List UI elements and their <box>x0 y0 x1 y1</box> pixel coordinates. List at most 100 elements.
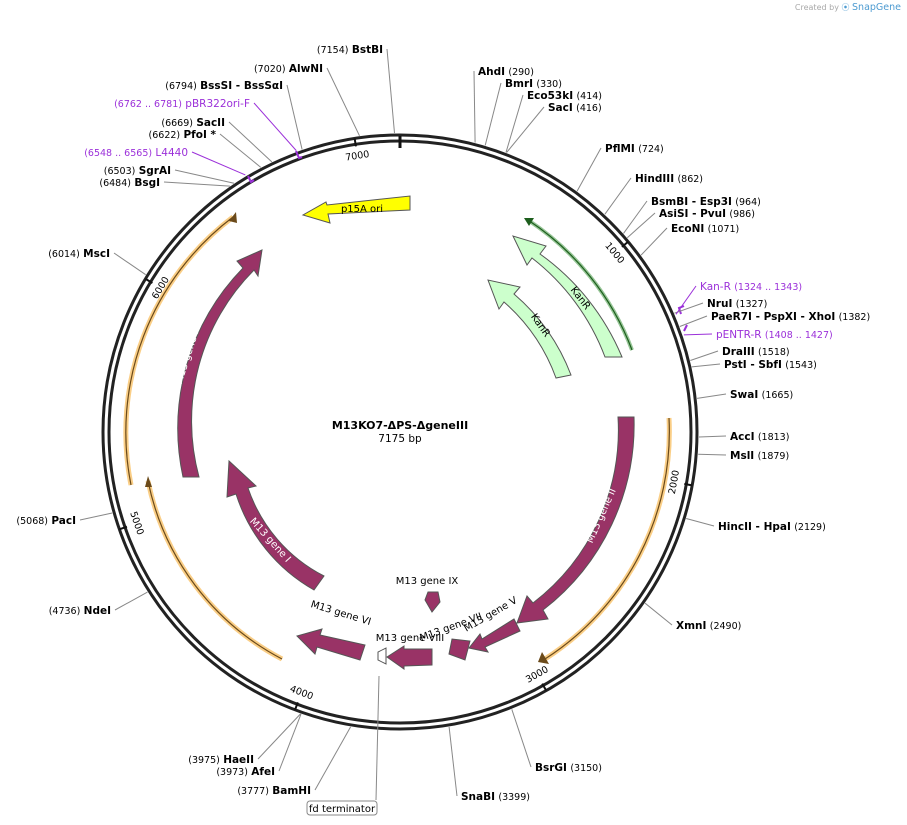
site-name: PacI <box>51 515 76 527</box>
site-name: EcoNI <box>671 223 704 235</box>
site-label: (3975) HaeII <box>188 754 254 766</box>
site-label: Eco53kI (414) <box>527 90 602 102</box>
orf-arcs <box>123 212 672 664</box>
site-leader-line <box>690 350 719 361</box>
feature-label-m13-gene-ix: M13 gene IX <box>396 576 459 587</box>
site-leader-line <box>686 518 715 527</box>
site-label: BmrI (330) <box>505 78 562 90</box>
primer-leader-line <box>253 102 297 151</box>
site-leader-line <box>506 106 545 153</box>
site-name: SnaBI <box>461 791 495 803</box>
feature-m13-gene-ii <box>516 416 635 624</box>
site-name: PaeR7I - PspXI - XhoI <box>711 311 835 323</box>
site-label: EcoNI (1071) <box>671 223 739 235</box>
site-label: BsmBI - Esp3I (964) <box>651 196 761 208</box>
site-name: BmrI <box>505 78 533 90</box>
site-label: PflMI (724) <box>605 143 664 155</box>
site-leader-line <box>114 591 148 611</box>
site-leader-line <box>644 602 673 626</box>
fd-terminator-label: fd terminator <box>309 804 376 815</box>
site-name: MscI <box>83 248 110 260</box>
site-label: AhdI (290) <box>478 66 534 78</box>
site-leader-line <box>257 713 301 760</box>
site-name: AfeI <box>251 766 275 778</box>
site-leader-line <box>511 709 532 768</box>
primer-name: pENTR-R <box>716 329 762 341</box>
site-leader-line <box>219 133 262 168</box>
primer-label: (6548 .. 6565) L4440 <box>84 147 188 159</box>
site-label: AccI (1813) <box>730 431 789 443</box>
feature-m13-gene-vi <box>296 628 366 661</box>
feature-p15a-ori <box>301 195 411 224</box>
tick-label: 5000 <box>127 510 145 536</box>
site-label: SnaBI (3399) <box>461 791 530 803</box>
site-name: AlwNI <box>289 63 323 75</box>
primer-mark-pbr322ori-f <box>295 150 303 160</box>
site-position: (1813) <box>758 432 790 443</box>
primer-mark-kan-r <box>677 305 685 315</box>
site-leader-line <box>448 726 458 797</box>
site-leader-line <box>626 212 656 239</box>
site-position: (414) <box>576 91 602 102</box>
site-label: (6014) MscI <box>48 248 110 260</box>
site-leader-line <box>386 48 395 134</box>
site-position: (3399) <box>498 792 530 803</box>
orf-arc-left-upper-head <box>229 212 237 223</box>
site-label: (3777) BamHI <box>237 785 311 797</box>
feature-fd-terminator <box>377 647 387 665</box>
site-position: (330) <box>536 79 562 90</box>
site-leader-line <box>697 393 727 399</box>
primer-label: Kan-R (1324 .. 1343) <box>700 281 802 293</box>
site-label: BsrGI (3150) <box>535 762 602 774</box>
primer-leader-line <box>191 151 246 176</box>
site-name: AsiSI - PvuI <box>659 208 726 220</box>
site-name: MslI <box>730 450 754 462</box>
primer-label: pENTR-R (1408 .. 1427) <box>716 329 833 341</box>
orf-arc-right <box>543 417 672 662</box>
site-position: (1879) <box>758 451 790 462</box>
site-label: SacI (416) <box>548 102 602 114</box>
site-label: DraIII (1518) <box>722 346 790 358</box>
site-position: (3150) <box>570 763 602 774</box>
site-leader-line <box>623 200 648 234</box>
restriction-sites: (7154) BstBI(7020) AlwNI(6794) BssSI - B… <box>16 44 870 803</box>
site-leader-line <box>163 181 230 187</box>
site-position: (3973) <box>216 767 248 778</box>
primer-mark-l4440 <box>247 175 255 184</box>
site-position: (3777) <box>237 786 269 797</box>
site-position: (6622) <box>149 130 181 141</box>
site-leader-line <box>698 453 727 456</box>
site-position: (1382) <box>839 312 871 323</box>
site-position: (4736) <box>49 606 81 617</box>
site-name: SgrAI <box>139 165 171 177</box>
site-position: (1327) <box>736 299 768 310</box>
site-name: BsgI <box>134 177 160 189</box>
feature-m13-gene-i <box>226 459 325 591</box>
site-position: (1071) <box>708 224 740 235</box>
primer-name: L4440 <box>155 147 188 159</box>
feature-m13-gene-vii <box>448 638 471 661</box>
site-label: NruI (1327) <box>707 298 767 310</box>
site-position: (7020) <box>254 64 286 75</box>
primer-marks <box>247 150 688 332</box>
credit-brand: SnapGene <box>852 2 901 13</box>
tick-label: 4000 <box>288 684 315 703</box>
tick-mark <box>294 701 299 711</box>
primer-name: pBR322ori-F <box>185 98 250 110</box>
primer-range: (6548 .. 6565) <box>84 148 152 159</box>
site-position: (6014) <box>48 249 80 260</box>
primer-range: (1408 .. 1427) <box>765 330 833 341</box>
site-leader-line <box>314 726 352 791</box>
tick-mark <box>541 683 548 692</box>
plasmid-size: 7175 bp <box>378 433 422 445</box>
feature-label-m13-gene-viii: M13 gene VIII <box>376 633 444 644</box>
feature-label-p15a-ori: p15A ori <box>341 204 383 215</box>
site-name: BssSI - BssSαI <box>200 80 283 92</box>
feature-kanr-inner <box>487 279 572 379</box>
feature-label-m13-gene-vi: M13 gene VI <box>309 599 372 628</box>
site-leader-line <box>473 70 476 143</box>
site-leader-line <box>679 315 708 327</box>
site-name: BamHI <box>272 785 311 797</box>
site-label: (3973) AfeI <box>216 766 275 778</box>
